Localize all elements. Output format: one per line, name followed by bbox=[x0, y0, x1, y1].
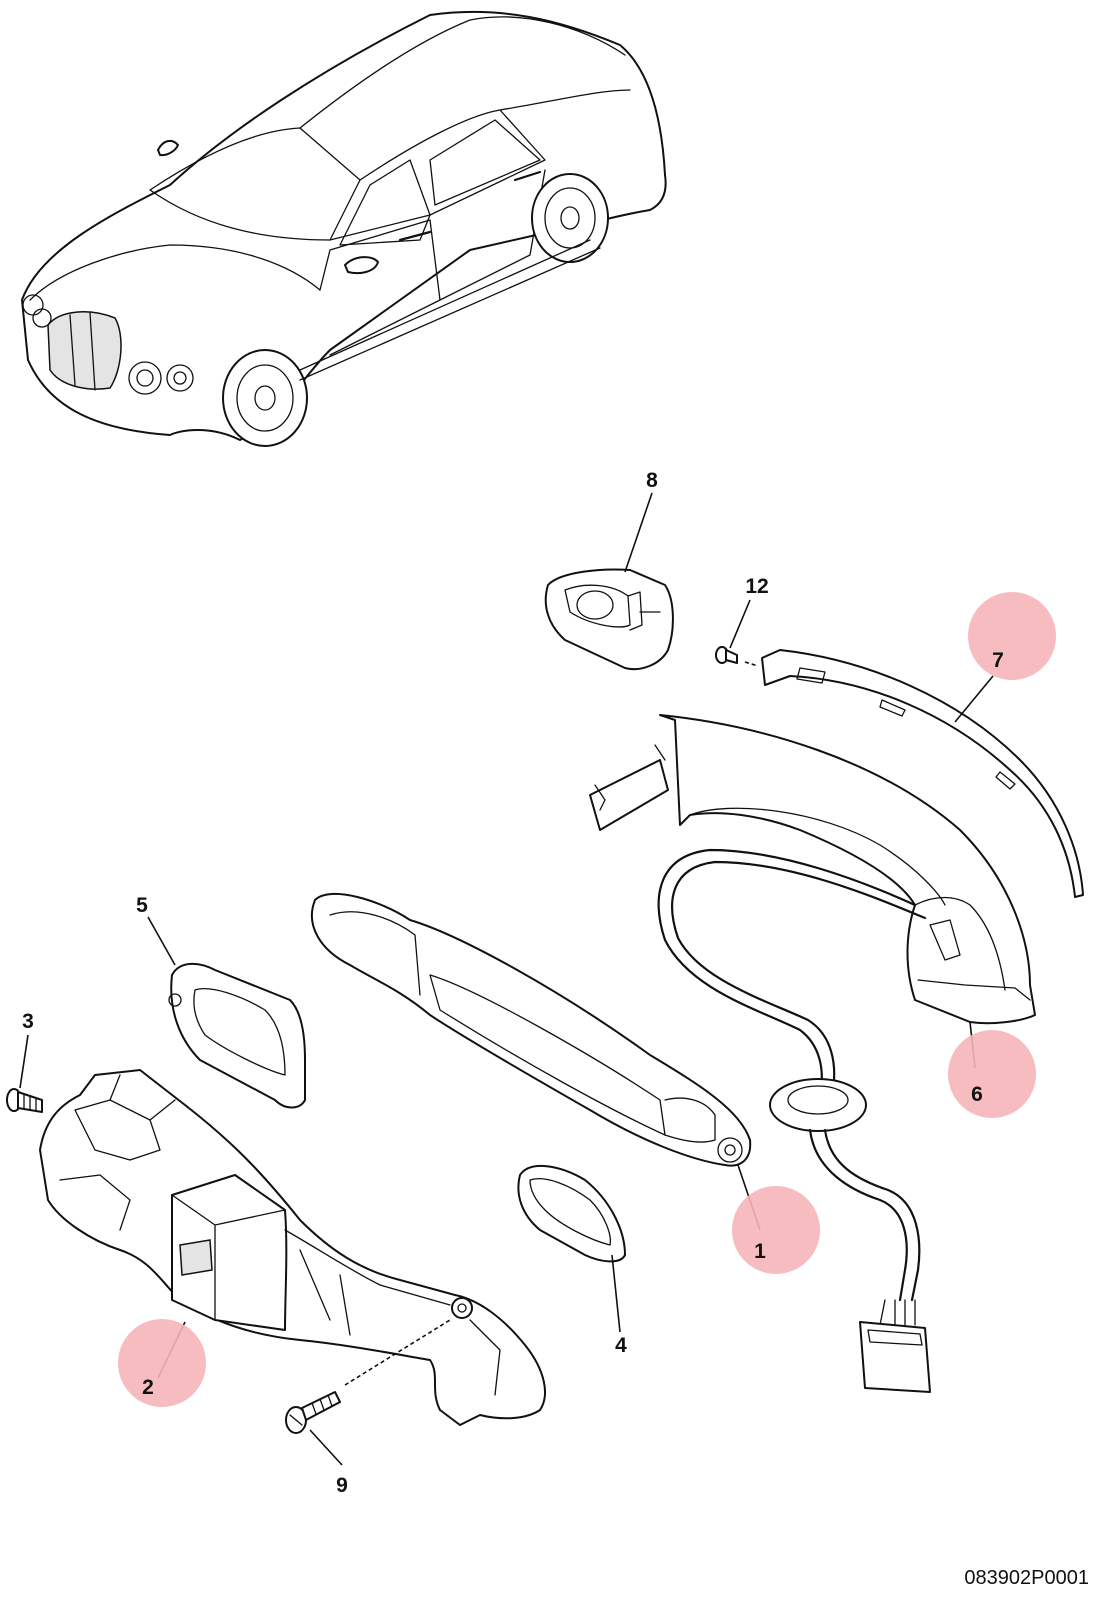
callout-6-highlight bbox=[948, 1030, 1036, 1118]
callout-3: 3 bbox=[22, 1010, 34, 1033]
part-8-end-cap bbox=[544, 568, 674, 670]
wiring-harness bbox=[657, 848, 931, 1393]
callout-1: 1 bbox=[754, 1240, 766, 1263]
diagram-reference-number: 083902P0001 bbox=[964, 1567, 1089, 1589]
part-3-screw bbox=[6, 1088, 43, 1113]
car-illustration bbox=[21, 10, 667, 447]
callouts: 8 12 7 5 3 6 1 4 2 9 bbox=[22, 469, 1056, 1497]
part-12-screw bbox=[715, 646, 759, 667]
callout-12: 12 bbox=[745, 575, 768, 598]
callout-2: 2 bbox=[142, 1376, 154, 1399]
callout-9: 9 bbox=[336, 1474, 348, 1497]
part-5-gasket bbox=[168, 962, 306, 1109]
part-2-carrier-frame bbox=[39, 1069, 546, 1426]
part-9-screw bbox=[285, 1319, 451, 1434]
callout-7-highlight bbox=[968, 592, 1056, 680]
callout-5: 5 bbox=[136, 894, 148, 917]
part-7-seal-strip bbox=[761, 649, 1084, 898]
callout-1-highlight bbox=[732, 1186, 820, 1274]
part-6-handle-cover bbox=[589, 714, 1036, 1025]
callout-8: 8 bbox=[646, 469, 658, 492]
callout-6: 6 bbox=[971, 1083, 983, 1106]
part-1-handle-grip bbox=[310, 892, 752, 1167]
callout-4: 4 bbox=[615, 1334, 627, 1357]
callout-2-highlight bbox=[118, 1319, 206, 1407]
part-4-insert bbox=[517, 1164, 626, 1263]
callout-7: 7 bbox=[992, 649, 1004, 672]
